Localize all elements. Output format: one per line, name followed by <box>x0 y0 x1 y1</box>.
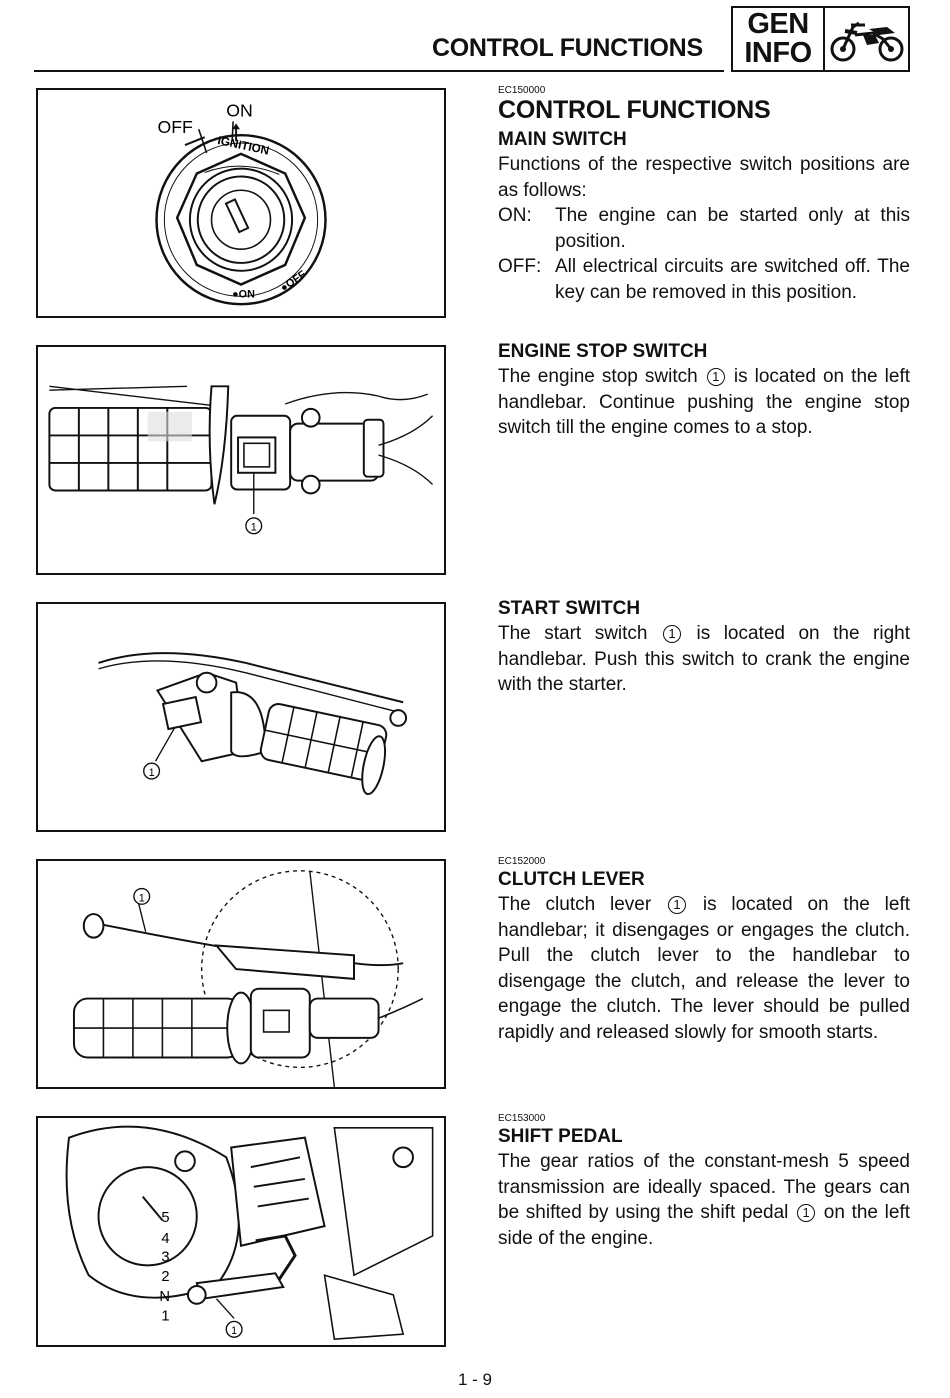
fig-pos-off: ●OFF <box>278 268 308 294</box>
shift-pedal-text-a: The gear ratios of the constant-mesh 5 s… <box>498 1151 910 1223</box>
clutch-lever-section: EC152000 CLUTCH LEVER The clutch lever 1… <box>498 856 910 1045</box>
start-switch-title: START SWITCH <box>498 598 641 619</box>
section-label-line1: GEN <box>747 8 809 40</box>
main-switch-intro: Functions of the respective switch posit… <box>498 154 910 201</box>
callout-number: 1 <box>668 896 687 914</box>
fig-gear-5: 5 <box>161 1210 169 1226</box>
position-off: OFF: All electrical circuits are switche… <box>498 254 910 305</box>
start-switch-text-b: is located on the right handlebar. Push … <box>498 623 910 695</box>
start-switch-section: START SWITCH The start switch 1 is locat… <box>498 596 910 698</box>
section-code: EC152000 <box>498 856 546 867</box>
position-off-desc: All electrical circuits are switched off… <box>555 256 910 303</box>
section-label: GEN INFO <box>733 8 825 70</box>
section-main-title: CONTROL FUNCTIONS <box>498 96 771 124</box>
shift-pedal-section: EC153000 SHIFT PEDAL The gear ratios of … <box>498 1113 910 1251</box>
shift-pedal-title: SHIFT PEDAL <box>498 1126 623 1147</box>
clutch-lever-body: The clutch lever 1 is located on the lef… <box>498 892 910 1045</box>
start-switch-body: The start switch 1 is located on the rig… <box>498 621 910 698</box>
clutch-lever-text-a: The clutch lever <box>498 894 652 915</box>
switch-positions-list: ON: The engine can be started only at th… <box>498 203 910 305</box>
header-rule <box>34 70 724 72</box>
start-switch-figure: 1 <box>36 602 446 832</box>
fig-callout-start-switch: 1 <box>149 767 155 779</box>
engine-stop-section: ENGINE STOP SWITCH The engine stop switc… <box>498 339 910 441</box>
position-on-term: ON: <box>498 205 532 226</box>
main-switch-section: EC150000 CONTROL FUNCTIONS MAIN SWITCH F… <box>498 85 910 305</box>
section-label-line2: INFO <box>744 37 812 69</box>
fig-label-off: OFF <box>157 117 193 137</box>
clutch-lever-text-b: is located on the left handlebar; it dis… <box>498 894 911 1043</box>
engine-stop-body: The engine stop switch 1 is located on t… <box>498 364 910 441</box>
shift-pedal-body: The gear ratios of the constant-mesh 5 s… <box>498 1149 910 1251</box>
section-code: EC153000 <box>498 1113 546 1124</box>
start-switch-text-a: The start switch <box>498 623 648 644</box>
main-switch-figure: ON OFF IGNITION ●ON ●OFF <box>36 88 446 318</box>
clutch-lever-figure: 1 <box>36 859 446 1089</box>
shift-pedal-figure: 5 4 3 2 N 1 1 <box>36 1116 446 1347</box>
section-tab: GEN INFO <box>731 6 910 72</box>
fig-gear-3: 3 <box>161 1249 169 1265</box>
fig-callout-engine-stop: 1 <box>251 522 257 534</box>
page-header-title: CONTROL FUNCTIONS <box>432 34 703 62</box>
position-off-term: OFF: <box>498 256 542 277</box>
callout-number: 1 <box>706 368 725 386</box>
shift-pedal-text-b: on the left side of the engine. <box>498 1202 911 1249</box>
fig-pos-on: ●ON <box>232 288 255 300</box>
position-on: ON: The engine can be started only at th… <box>498 203 910 254</box>
main-switch-title: MAIN SWITCH <box>498 129 627 150</box>
position-on-desc: The engine can be started only at this p… <box>555 205 910 252</box>
engine-stop-figure: 1 <box>36 345 446 575</box>
fig-label-on: ON <box>226 101 253 121</box>
fig-gear-n: N <box>159 1289 170 1305</box>
callout-number: 1 <box>797 1204 816 1222</box>
fig-callout-clutch-lever: 1 <box>139 892 145 904</box>
clutch-lever-title: CLUTCH LEVER <box>498 869 645 890</box>
fig-gear-4: 4 <box>161 1231 169 1247</box>
fig-callout-shift-pedal: 1 <box>231 1325 237 1337</box>
fig-gear-1: 1 <box>161 1308 169 1324</box>
engine-stop-text-a: The engine stop switch <box>498 366 698 387</box>
section-code: EC150000 <box>498 85 546 96</box>
page-number: 1 - 9 <box>457 1370 493 1389</box>
callout-number: 1 <box>662 625 681 643</box>
engine-stop-text-b: is located on the left handlebar. Contin… <box>498 366 911 438</box>
engine-stop-title: ENGINE STOP SWITCH <box>498 341 708 362</box>
fig-gear-2: 2 <box>161 1269 169 1285</box>
motorcycle-icon <box>825 8 908 70</box>
